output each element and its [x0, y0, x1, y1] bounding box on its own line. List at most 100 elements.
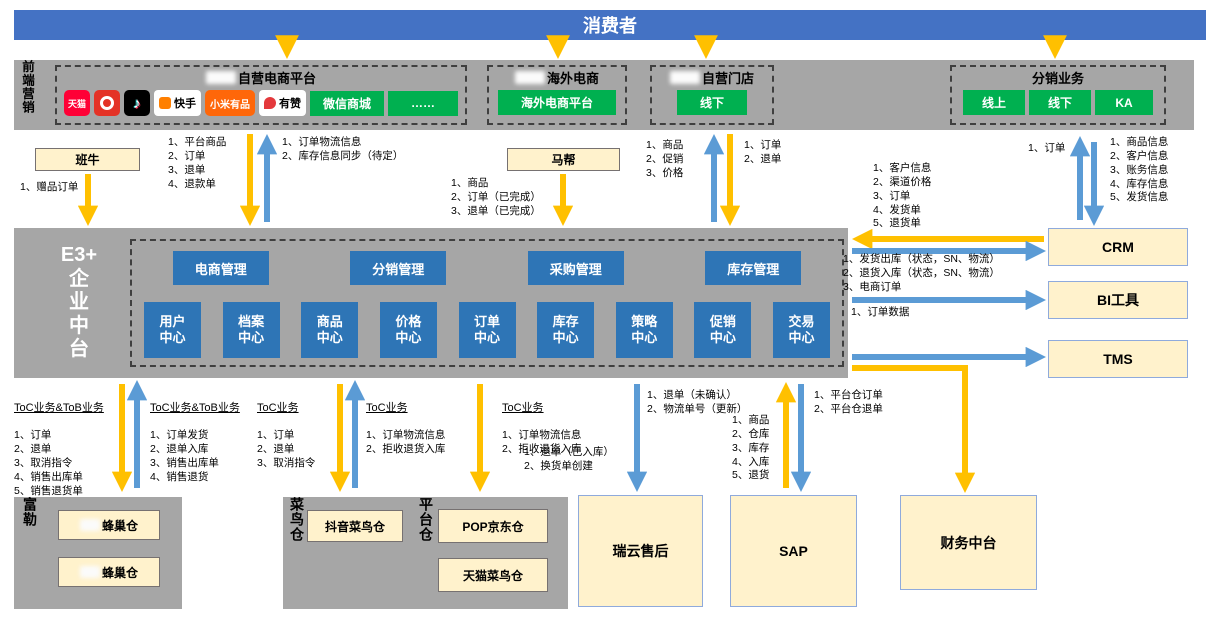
module-inventory-mgmt: 库存管理: [705, 251, 802, 285]
own-store-title-text: 自营门店: [701, 71, 754, 86]
red-app-icon: [94, 90, 120, 116]
distribution-title-text: 分销业务: [1031, 71, 1084, 86]
e3-middle-platform: E3+ 企 业 中 台 电商管理 分销管理 采购管理 库存管理 用户中心 档案中…: [14, 228, 848, 378]
module-procurement-mgmt: 采购管理: [527, 251, 624, 285]
redaction-blur: [205, 71, 236, 84]
fule-warehouse-group: 富勒 蜂巢仓 蜂巢仓: [14, 497, 182, 609]
cainiao-label: 菜鸟仓: [289, 497, 305, 542]
center-product-label: 商品中心: [316, 313, 343, 345]
own-store-section: 自营门店 线下: [650, 65, 774, 125]
note-toc-tob-1-body: 1、订单 2、退单 3、取消指令 4、销售出库单 5、销售退货单: [14, 429, 83, 497]
note-toc-4-title: ToC业务: [366, 401, 408, 414]
note-gift-order: 1、赠品订单: [20, 181, 79, 193]
redaction-blur: [79, 566, 100, 578]
note-crm-out: 1、发货出库（状态，SN、物流） 2、退货入库（状态，SN、物流） 3、电商订单: [843, 253, 1000, 293]
ka-button: KA: [1095, 90, 1153, 115]
own-store-title: 自营门店: [669, 69, 754, 86]
note-ruiyun: 1、退单（未确认） 2、物流单号（更新）: [647, 389, 748, 415]
own-ecommerce-section: 自营电商平台 天猫 ♪ 快手 小米有品 有赞 微信商城 ……: [55, 65, 467, 125]
consumer-banner: 消费者: [14, 10, 1206, 40]
frontend-marketing-panel: 前端营销 自营电商平台 天猫 ♪ 快手 小米有品 有赞 微信商城 …… 海外电商: [14, 60, 1194, 130]
center-promotion: 促销中心: [694, 302, 752, 358]
xiaomi-youpin-icon-label: 小米有品: [210, 99, 250, 111]
tmall-icon-label: 天猫: [67, 98, 86, 109]
note-toc-tob-2-body: 1、订单发货 2、退单入库 3、销售出库单 4、销售退货: [150, 429, 219, 483]
distribution-title: 分销业务: [1032, 69, 1084, 86]
center-strategy: 策略中心: [615, 302, 673, 358]
note-own-ec-down: 1、平台商品 2、订单 3、退单 4、退款单: [168, 136, 227, 190]
douyin-icon-glyph: ♪: [133, 94, 141, 112]
own-ecommerce-channels: 天猫 ♪ 快手 小米有品 有赞 微信商城 ……: [64, 90, 458, 116]
note-bi-order-data: 1、订单数据: [851, 306, 910, 318]
note-toc-5: ToC业务 1、订单物流信息 2、拒收退货入库: [502, 387, 581, 457]
note-store-down: 1、商品 2、促销 3、价格: [646, 139, 684, 179]
wechat-mall-button: 微信商城: [310, 90, 384, 116]
tms-box: TMS: [1048, 340, 1188, 378]
note-sap-right: 1、平台仓订单 2、平台仓退单: [814, 389, 883, 415]
note-crm-in: 1、客户信息 2、渠道价格 3、订单 4、发货单 5、退货单: [873, 162, 932, 230]
own-store-row: 线下: [677, 90, 747, 115]
douyin-icon: ♪: [124, 90, 150, 116]
redaction-blur: [79, 519, 100, 531]
note-sap-left: 1、商品 2、仓库 3、库存 4、入库 5、退货: [732, 414, 770, 482]
center-price: 价格中心: [379, 302, 437, 358]
e3-modules-container: 电商管理 分销管理 采购管理 库存管理 用户中心 档案中心 商品中心 价格中心 …: [130, 239, 844, 367]
redaction-blur: [514, 71, 545, 84]
offline-store-button: 线下: [677, 90, 747, 115]
note-own-ec-up: 1、订单物流信息 2、库存信息同步（待定）: [282, 136, 404, 162]
note-crm-up: 1、商品信息 2、客户信息 3、账务信息 4、库存信息 5、发货信息: [1110, 136, 1169, 204]
sap-box: SAP: [730, 495, 857, 607]
note-toc-3-title: ToC业务: [257, 401, 299, 414]
center-transaction-label: 交易中心: [788, 313, 815, 345]
note-toc-tob-1-title: ToC业务&ToB业务: [14, 401, 104, 414]
note-toc-tob-2-title: ToC业务&ToB业务: [150, 401, 240, 414]
note-toc-4-body: 1、订单物流信息 2、拒收退货入库: [366, 429, 446, 456]
note-toc-5-body: 1、订单物流信息 2、拒收退货入库: [502, 429, 582, 456]
note-toc-3: ToC业务 1、订单 2、退单 3、取消指令: [257, 387, 315, 471]
xiaomi-youpin-icon: 小米有品: [205, 90, 255, 116]
center-inventory: 库存中心: [537, 302, 595, 358]
note-toc-tob-2: ToC业务&ToB业务 1、订单发货 2、退单入库 3、销售出库单 4、销售退货: [150, 387, 240, 485]
kuaishou-icon: 快手: [154, 90, 201, 116]
mabang-box: 马帮: [507, 148, 620, 171]
center-transaction: 交易中心: [773, 302, 830, 358]
honeycomb-warehouse-1: 蜂巢仓: [58, 510, 160, 540]
redaction-blur: [669, 71, 700, 84]
youzan-icon: 有赞: [259, 90, 306, 116]
overseas-platform-button: 海外电商平台: [498, 90, 616, 115]
ruiyun-aftersales-box: 瑞云售后: [578, 495, 703, 607]
note-distribution-order: 1、订单: [1028, 142, 1066, 154]
module-distribution-mgmt: 分销管理: [350, 251, 447, 285]
e3-centers-row: 用户中心 档案中心 商品中心 价格中心 订单中心 库存中心 策略中心 促销中心 …: [132, 302, 842, 358]
pop-jd-warehouse: POP京东仓: [438, 509, 548, 543]
note-toc-3-body: 1、订单 2、退单 3、取消指令: [257, 429, 316, 469]
consumer-banner-title: 消费者: [583, 16, 637, 36]
overseas-title-text: 海外电商: [546, 71, 599, 86]
distribution-section: 分销业务 线上 线下 KA: [950, 65, 1166, 125]
module-ecommerce-mgmt: 电商管理: [172, 251, 269, 285]
note-mabang: 1、商品 2、订单（已完成） 3、退单（已完成）: [451, 177, 541, 217]
e3-management-row: 电商管理 分销管理 采购管理 库存管理: [132, 251, 842, 285]
overseas-row: 海外电商平台: [498, 90, 616, 115]
fule-label: 富勒: [22, 497, 38, 527]
bi-tool-box: BI工具: [1048, 281, 1188, 319]
overseas-title: 海外电商: [514, 69, 599, 86]
center-product: 商品中心: [301, 302, 359, 358]
own-ecommerce-title-text: 自营电商平台: [237, 71, 316, 86]
note-store-up: 1、订单 2、退单: [744, 139, 782, 165]
youzan-icon-label: 有赞: [279, 98, 301, 110]
platform-warehouse-label: 平台仓: [418, 497, 434, 542]
center-price-label: 价格中心: [395, 313, 422, 345]
platform-warehouse-group: 平台仓 POP京东仓 天猫菜鸟仓: [410, 497, 568, 609]
offline-button: 线下: [1029, 90, 1091, 115]
center-order: 订单中心: [458, 302, 516, 358]
center-archive: 档案中心: [222, 302, 280, 358]
distribution-row: 线上 线下 KA: [963, 90, 1153, 115]
note-return-exchange: 1、退单（已入库） 2、换货单创建: [524, 446, 614, 472]
note-toc-4: ToC业务 1、订单物流信息 2、拒收退货入库: [366, 387, 445, 457]
cainiao-warehouse-group: 菜鸟仓 抖音菜鸟仓: [283, 497, 410, 609]
center-user: 用户中心: [144, 302, 201, 358]
own-ecommerce-title: 自营电商平台: [205, 69, 316, 86]
honeycomb-warehouse-2-label: 蜂巢仓: [101, 565, 138, 580]
